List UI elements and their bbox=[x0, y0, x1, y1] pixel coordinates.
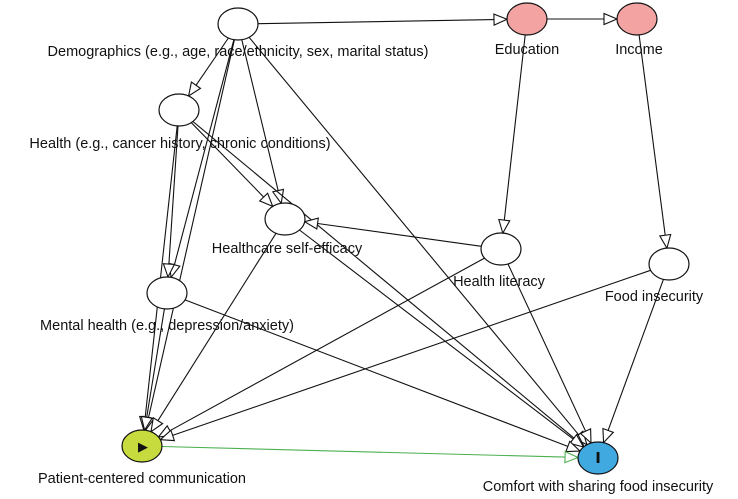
edge-mental-to-pcc bbox=[140, 308, 165, 432]
node-label-demographics: Demographics (e.g., age, race/ethnicity,… bbox=[48, 44, 429, 60]
node-self-efficacy[interactable] bbox=[264, 202, 306, 236]
edge-line bbox=[507, 263, 587, 432]
edge-literacy-to-pcc bbox=[157, 257, 485, 438]
edge-line bbox=[157, 233, 277, 421]
node-ellipse[interactable] bbox=[480, 232, 522, 266]
edge-health-to-mental bbox=[162, 125, 179, 279]
edge-line bbox=[147, 39, 235, 418]
edge-income-to-food bbox=[638, 34, 672, 250]
node-ellipse[interactable] bbox=[616, 2, 658, 36]
arrowhead-icon bbox=[498, 218, 511, 235]
node-food[interactable] bbox=[648, 247, 690, 281]
arrowhead-icon bbox=[303, 217, 319, 230]
edge-line bbox=[299, 229, 574, 440]
node-ellipse[interactable] bbox=[264, 202, 306, 236]
exposure-icon: ▶ bbox=[138, 440, 148, 455]
edge-line bbox=[169, 257, 485, 432]
arrowhead-icon bbox=[658, 233, 672, 250]
arrowhead-icon bbox=[159, 429, 176, 442]
labels-layer: Demographics (e.g., age, race/ethnicity,… bbox=[29, 42, 714, 495]
node-label-literacy: Health literacy bbox=[453, 274, 546, 290]
node-comfort[interactable]: I bbox=[577, 441, 619, 475]
edge-line bbox=[195, 37, 229, 86]
node-literacy[interactable] bbox=[480, 232, 522, 266]
arrowhead-icon bbox=[271, 188, 285, 205]
edge-demographics-to-self_efficacy bbox=[241, 39, 285, 205]
node-ellipse[interactable] bbox=[577, 441, 619, 475]
edge-line bbox=[607, 279, 664, 431]
node-label-education: Education bbox=[495, 42, 560, 58]
outcome-icon: I bbox=[595, 449, 601, 467]
edge-education-to-literacy bbox=[498, 34, 526, 235]
node-label-food: Food insecurity bbox=[605, 289, 704, 305]
arrowhead-icon bbox=[564, 450, 580, 464]
node-label-mental: Mental health (e.g., depression/anxiety) bbox=[40, 318, 294, 334]
node-label-self-efficacy: Healthcare self-efficacy bbox=[212, 241, 363, 257]
node-label-income: Income bbox=[615, 42, 663, 58]
edge-line bbox=[184, 299, 568, 447]
edge-education-to-income bbox=[547, 12, 619, 26]
edge-line bbox=[317, 222, 482, 247]
node-label-comfort: Comfort with sharing food insecurity bbox=[483, 479, 714, 495]
edge-line bbox=[168, 125, 179, 265]
node-demographics[interactable] bbox=[217, 7, 259, 41]
arrowhead-icon bbox=[493, 13, 509, 26]
node-label-pcc: Patient-centered communication bbox=[38, 471, 246, 487]
edge-line bbox=[257, 19, 495, 25]
arrowhead-icon bbox=[258, 192, 274, 208]
edge-line bbox=[144, 125, 178, 418]
arrowhead-icon bbox=[579, 428, 592, 445]
edge-line bbox=[241, 39, 279, 191]
node-pcc[interactable]: ▶ bbox=[121, 429, 163, 463]
edge-food-to-comfort bbox=[602, 279, 664, 444]
edge-line bbox=[503, 34, 526, 221]
edge-literacy-to-self_efficacy bbox=[303, 217, 482, 247]
edge-line bbox=[146, 308, 165, 418]
node-ellipse[interactable] bbox=[158, 93, 200, 127]
arrowhead-icon bbox=[602, 427, 615, 444]
nodes-layer: ▶I bbox=[121, 2, 690, 475]
edge-pcc-to-comfort bbox=[161, 445, 580, 464]
edge-self_efficacy-to-pcc bbox=[150, 233, 277, 433]
node-mental[interactable] bbox=[146, 276, 188, 310]
arrowhead-icon bbox=[150, 416, 164, 433]
node-ellipse[interactable] bbox=[217, 7, 259, 41]
edge-line bbox=[248, 36, 580, 436]
node-ellipse[interactable] bbox=[146, 276, 188, 310]
edge-line bbox=[192, 121, 575, 439]
edge-line bbox=[638, 34, 666, 236]
arrowhead-icon bbox=[162, 263, 176, 279]
edges-layer bbox=[138, 12, 672, 464]
node-ellipse[interactable] bbox=[121, 429, 163, 463]
edge-demographics-to-health bbox=[187, 37, 229, 98]
arrowhead-icon bbox=[565, 440, 582, 453]
edge-demographics-to-education bbox=[257, 13, 509, 26]
arrowhead-icon bbox=[140, 415, 154, 432]
node-label-health: Health (e.g., cancer history, chronic co… bbox=[29, 136, 330, 152]
edge-line bbox=[173, 39, 235, 265]
edge-mental-to-comfort bbox=[184, 299, 582, 453]
node-ellipse[interactable] bbox=[506, 2, 548, 36]
node-income[interactable] bbox=[616, 2, 658, 36]
edge-line bbox=[161, 445, 566, 458]
edge-line bbox=[172, 269, 651, 436]
node-education[interactable] bbox=[506, 2, 548, 36]
edge-line bbox=[190, 122, 265, 198]
edge-self_efficacy-to-comfort bbox=[299, 229, 585, 448]
arrowhead-icon bbox=[603, 12, 619, 26]
node-health[interactable] bbox=[158, 93, 200, 127]
node-ellipse[interactable] bbox=[648, 247, 690, 281]
edge-health-to-self_efficacy bbox=[190, 122, 274, 208]
arrowhead-icon bbox=[187, 81, 202, 98]
edge-food-to-pcc bbox=[159, 269, 651, 442]
edge-literacy-to-comfort bbox=[507, 263, 592, 445]
